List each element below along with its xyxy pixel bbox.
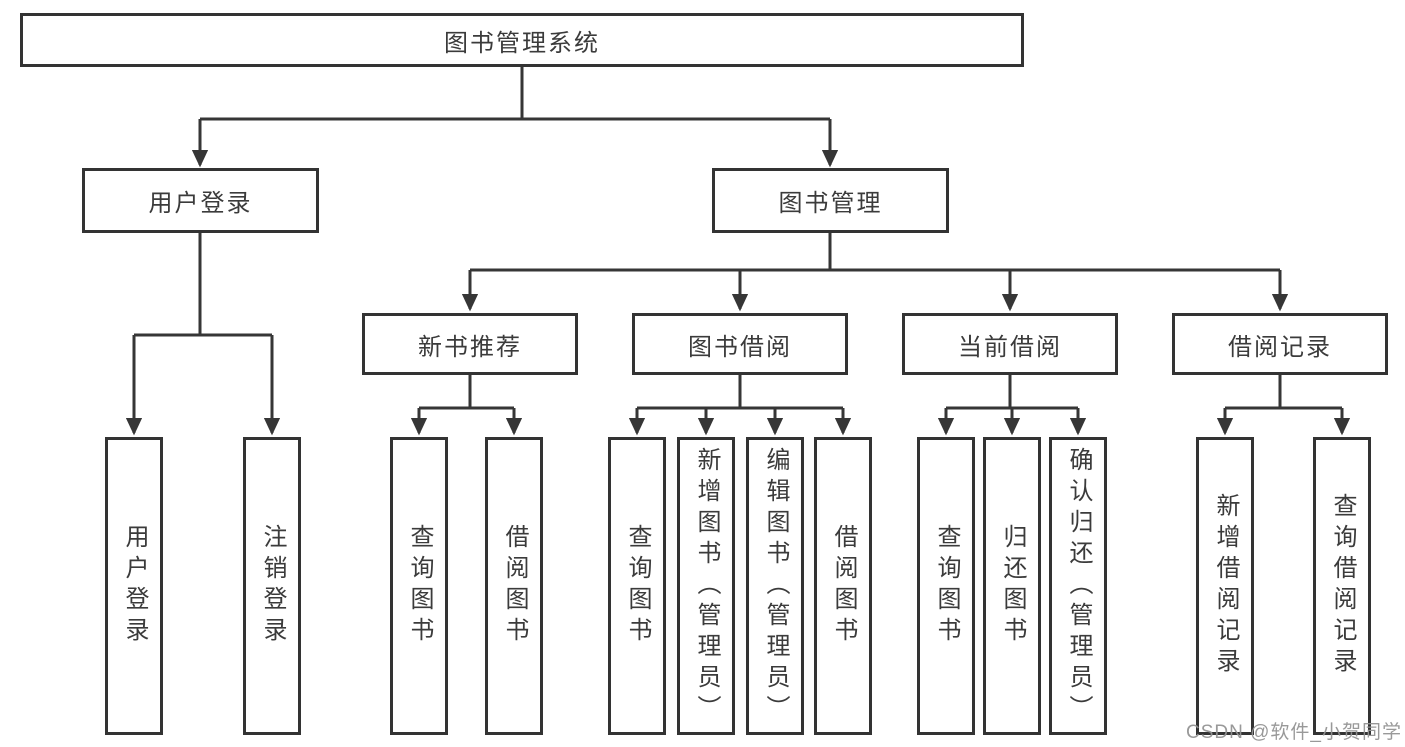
node-label: 当前借阅: [958, 333, 1062, 361]
leaf-query-books-borrowing: 查询图书: [608, 437, 666, 735]
leaf-query-books-recommend: 查询图书: [390, 437, 448, 735]
node-label: 查询图书: [933, 524, 960, 648]
leaf-borrow-books-recommend: 借阅图书: [485, 437, 543, 735]
node-library-system: 图书管理系统: [20, 13, 1024, 67]
node-label: 图书借阅: [688, 333, 792, 361]
node-label: 查询借阅记录: [1329, 493, 1356, 679]
node-label: 编辑图书（管理员）: [762, 446, 789, 726]
leaf-add-book-admin: 新增图书（管理员）: [677, 437, 735, 735]
leaf-add-borrow-record: 新增借阅记录: [1196, 437, 1254, 735]
node-book-borrowing: 图书借阅: [632, 313, 848, 375]
node-label: 查询图书: [406, 524, 433, 648]
node-new-book-recommendation: 新书推荐: [362, 313, 578, 375]
node-current-borrowing: 当前借阅: [902, 313, 1118, 375]
node-label: 用户登录: [121, 524, 148, 648]
leaf-user-login: 用户登录: [105, 437, 163, 735]
node-label: 确认归还（管理员）: [1065, 446, 1092, 726]
node-label: 借阅图书: [501, 524, 528, 648]
node-label: 新增图书（管理员）: [693, 446, 720, 726]
node-borrowing-records: 借阅记录: [1172, 313, 1388, 375]
node-label: 新书推荐: [418, 333, 522, 361]
node-label: 借阅记录: [1228, 333, 1332, 361]
leaf-logout: 注销登录: [243, 437, 301, 735]
leaf-query-borrow-record: 查询借阅记录: [1313, 437, 1371, 735]
node-label: 新增借阅记录: [1212, 493, 1239, 679]
node-user-login: 用户登录: [82, 168, 319, 233]
leaf-confirm-return-admin: 确认归还（管理员）: [1049, 437, 1107, 735]
leaf-query-books-current: 查询图书: [917, 437, 975, 735]
node-label: 注销登录: [259, 524, 286, 648]
node-label: 查询图书: [624, 524, 651, 648]
node-book-management: 图书管理: [712, 168, 949, 233]
node-label: 归还图书: [999, 524, 1026, 648]
node-label: 图书管理: [778, 190, 883, 217]
csdn-watermark: CSDN @软件_小贺同学: [1186, 722, 1402, 743]
leaf-edit-book-admin: 编辑图书（管理员）: [746, 437, 804, 735]
leaf-borrow-books-borrowing: 借阅图书: [814, 437, 872, 735]
leaf-return-book: 归还图书: [983, 437, 1041, 735]
node-label: 借阅图书: [830, 524, 857, 648]
node-label: 图书管理系统: [444, 29, 600, 57]
node-label: 用户登录: [148, 190, 253, 217]
